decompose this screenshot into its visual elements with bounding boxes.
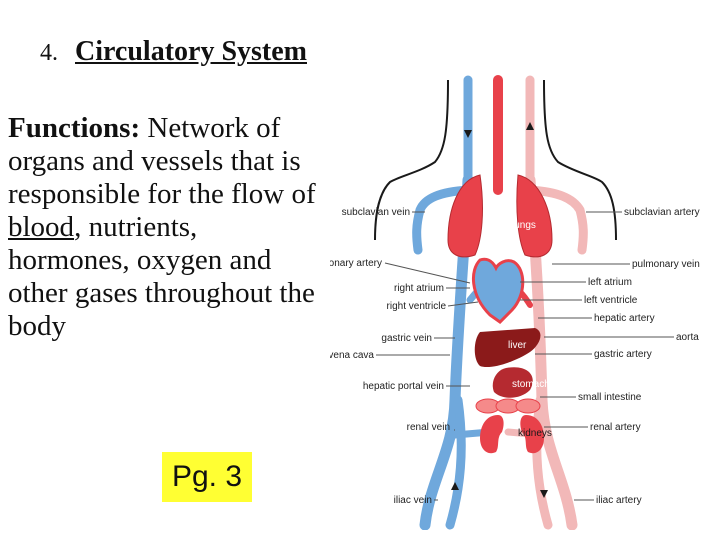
right-lung-shape	[516, 174, 553, 258]
slide-number: 4.	[40, 40, 58, 66]
aorta-branch	[532, 395, 553, 530]
functions-label: Functions:	[8, 112, 141, 144]
right-kidney-shape	[520, 415, 544, 454]
arrow-2	[526, 122, 534, 130]
label-hepatic-portal-vein: hepatic portal vein	[363, 381, 444, 392]
label-gastric-artery: gastric artery	[594, 349, 652, 360]
right-labels: subclavian artery pulmonary vein left at…	[520, 207, 700, 506]
label-small-intestine: small intestine	[578, 392, 642, 403]
arrow-3	[451, 482, 459, 490]
label-right-atrium: right atrium	[394, 283, 444, 294]
label-iliac-vein: iliac vein	[394, 495, 432, 506]
arteries-pink	[504, 75, 588, 530]
label-left-ventricle: left ventricle	[584, 295, 638, 306]
functions-text-end: , nutrients, hormones, oxygen and other …	[8, 211, 315, 342]
small-intestine-shape	[475, 398, 541, 414]
page-reference-badge: Pg. 3	[162, 452, 252, 502]
circulatory-diagram: lungs liver stomach kidneys subclavian v…	[330, 75, 700, 530]
label-subclavian-vein: subclavian vein	[342, 207, 410, 218]
functions-paragraph: Functions: Network of organs and vessels…	[8, 112, 326, 343]
label-pulmonary-vein: pulmonary vein	[632, 259, 700, 270]
kidneys-label: kidneys	[518, 428, 552, 439]
label-renal-artery: renal artery	[590, 422, 641, 433]
label-renal-vein: renal vein	[407, 422, 450, 433]
label-vena-cava: vena cava	[330, 350, 374, 361]
slide-heading: Circulatory System	[75, 36, 307, 67]
left-lung-shape	[447, 174, 483, 258]
label-aorta: aorta	[676, 332, 699, 343]
body-outline-left	[374, 79, 449, 241]
body-outline-right	[543, 79, 617, 241]
flow-arrows	[451, 122, 548, 498]
label-left-atrium: left atrium	[588, 277, 632, 288]
blood-link[interactable]: blood	[8, 211, 75, 243]
arrow-4	[540, 490, 548, 498]
functions-text-start: Network of organs and vessels that is re…	[8, 112, 316, 210]
label-gastric-vein: gastric vein	[381, 333, 432, 344]
label-hepatic-artery: hepatic artery	[594, 313, 655, 324]
heart-shape	[471, 257, 525, 324]
label-right-ventricle: right ventricle	[387, 301, 447, 312]
left-kidney-shape	[480, 415, 504, 454]
label-subclavian-artery: subclavian artery	[624, 207, 700, 218]
subclavian-artery-path	[525, 185, 588, 255]
arrow-1	[464, 130, 472, 138]
liver-shape	[474, 328, 541, 368]
label-pulmonary-artery: pulmonary artery	[330, 258, 382, 269]
left-labels: subclavian vein pulmonary artery right a…	[330, 207, 479, 506]
stomach-label: stomach	[512, 379, 550, 390]
slide-title: 4. Circulatory System	[40, 36, 307, 68]
subclavian-vein-path	[412, 185, 473, 255]
stomach-shape	[492, 367, 533, 398]
liver-label: liver	[508, 340, 527, 351]
label-iliac-artery: iliac artery	[596, 495, 642, 506]
lungs-label: lungs	[512, 220, 536, 231]
vena-cava-branch	[445, 395, 466, 530]
